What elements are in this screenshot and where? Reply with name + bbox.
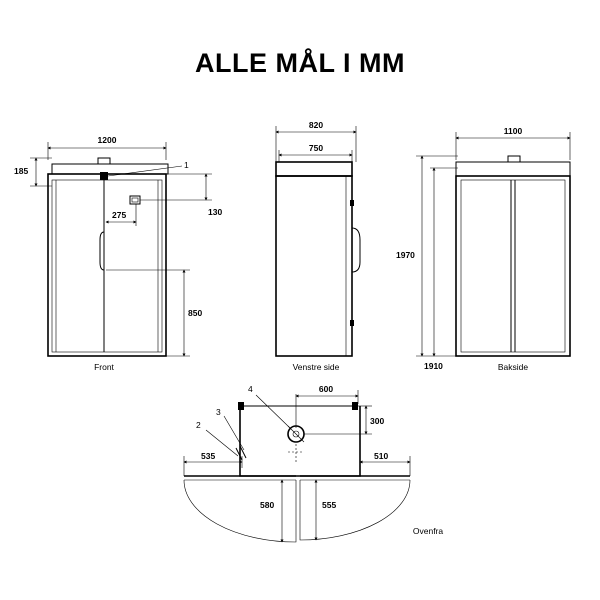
- side-body: [275, 175, 353, 357]
- back-top-cap: [507, 155, 521, 163]
- top-right-swing-arc: [299, 479, 411, 541]
- back-body-height-label: 1910: [424, 361, 443, 371]
- front-view: 1 1200 185 275 130 850 Front: [14, 135, 222, 372]
- callout-3-label: 3: [216, 407, 221, 417]
- side-view: 820 750 Venstre side: [275, 120, 361, 372]
- side-top-unit: [275, 161, 353, 177]
- side-view-label: Venstre side: [293, 362, 340, 372]
- callout-4-label: 4: [248, 384, 253, 394]
- side-handle: [351, 227, 361, 273]
- back-total-height-label: 1970: [396, 250, 415, 260]
- front-panel-height-label: 130: [208, 207, 222, 217]
- page-title: ALLE MÅL I MM: [195, 48, 405, 78]
- front-handle-height-label: 850: [188, 308, 202, 318]
- front-display-marker: [100, 172, 108, 180]
- top-element-2: [235, 447, 243, 461]
- front-top-cap: [97, 157, 111, 165]
- top-depth-label: 300: [370, 416, 384, 426]
- callout-1-leader: [107, 165, 183, 177]
- back-width-label: 1100: [504, 126, 523, 136]
- front-top-unit: [51, 163, 169, 175]
- callout-1-label: 1: [184, 160, 189, 170]
- front-view-label: Front: [94, 362, 114, 372]
- back-top-unit: [455, 161, 571, 177]
- top-left-swing-label: 580: [260, 500, 274, 510]
- top-view-label: Ovenfra: [413, 526, 444, 536]
- side-inner-depth-label: 750: [309, 143, 323, 153]
- top-view: 2 3 4 600 300 535 510 580 555 Ovenfra: [183, 384, 444, 543]
- front-frame: [51, 179, 163, 353]
- top-width-label: 600: [319, 384, 333, 394]
- callout-2-leader: [205, 429, 239, 457]
- back-body: [455, 175, 571, 357]
- back-frame: [460, 179, 566, 353]
- front-handle: [99, 231, 105, 271]
- top-right-offset-label: 510: [374, 451, 388, 461]
- side-outer-depth-label: 820: [309, 120, 323, 130]
- top-left-swing-arc: [183, 479, 297, 543]
- callout-3-leader: [223, 415, 245, 451]
- top-left-offset-label: 535: [201, 451, 215, 461]
- front-top-height-label: 185: [14, 166, 28, 176]
- top-element-3: [239, 445, 247, 459]
- front-body: [47, 173, 167, 357]
- front-panel-offset-label: 275: [112, 210, 126, 220]
- back-view: 1100 1970 1910 Bakside: [396, 126, 571, 372]
- front-control-panel: [129, 195, 141, 205]
- top-right-swing-label: 555: [322, 500, 336, 510]
- back-view-label: Bakside: [498, 362, 529, 372]
- callout-4-leader: [255, 394, 291, 429]
- front-width-label: 1200: [98, 135, 117, 145]
- callout-2-label: 2: [196, 420, 201, 430]
